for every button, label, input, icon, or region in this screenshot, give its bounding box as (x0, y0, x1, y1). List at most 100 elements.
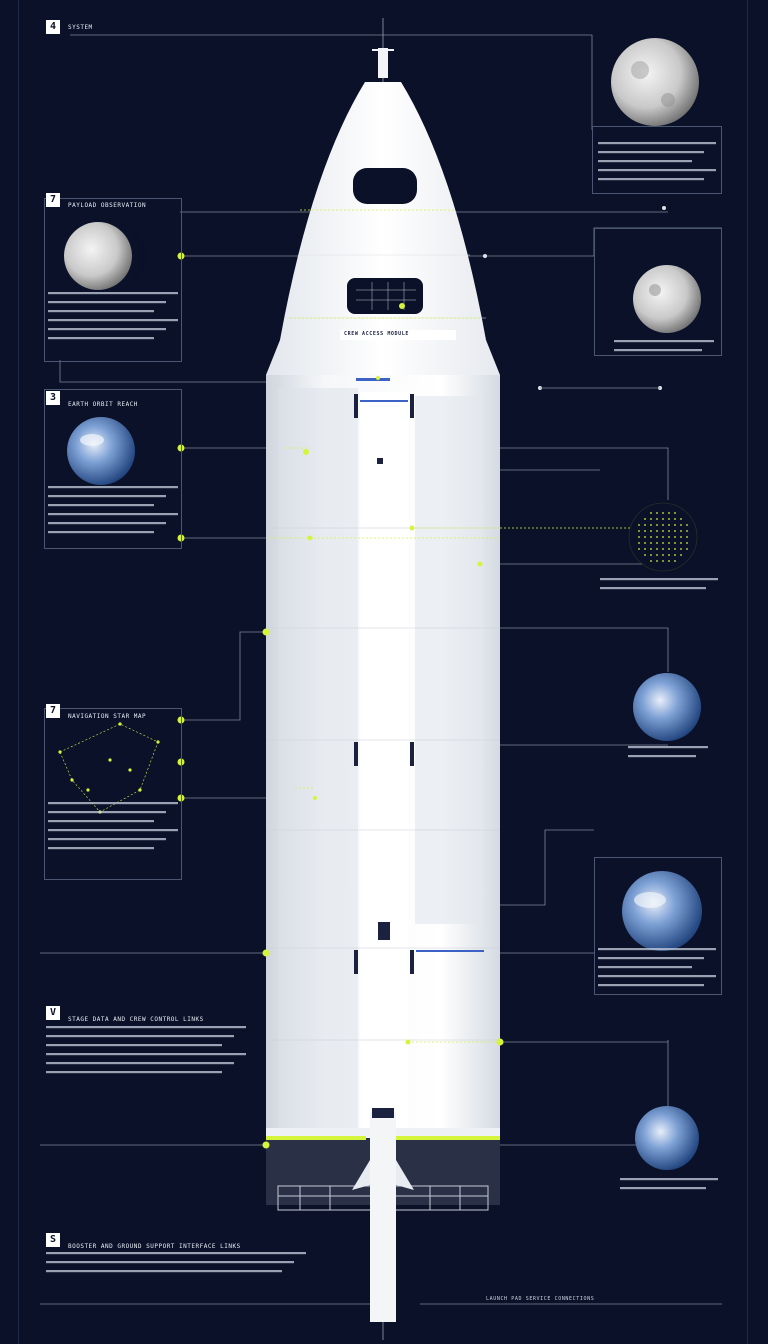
panel-badge: 7 (46, 704, 60, 718)
text-line (48, 820, 154, 823)
star-dot (650, 554, 652, 556)
star-dot (644, 524, 646, 526)
star-dot (674, 548, 676, 550)
text-line (600, 587, 706, 590)
star-dot (668, 542, 670, 544)
panel-badge: 3 (46, 391, 60, 405)
star-dot (656, 524, 658, 526)
bottom-label: LAUNCH PAD SERVICE CONNECTIONS (486, 1296, 595, 1302)
star-dot (650, 548, 652, 550)
star-dot (108, 758, 112, 762)
star-dot (686, 524, 688, 526)
panel-heading: SYSTEM (68, 24, 93, 31)
text-line (46, 1071, 222, 1074)
text-line (48, 495, 166, 498)
star-dot (674, 554, 676, 556)
star-dot (656, 542, 658, 544)
panel-heading: BOOSTER AND GROUND SUPPORT INTERFACE LIN… (68, 1243, 241, 1250)
star-dot (662, 548, 664, 550)
moon-icon (633, 265, 701, 333)
star-dot (668, 560, 670, 562)
text-line (48, 522, 166, 525)
text-line (620, 1187, 706, 1190)
text-line (48, 504, 154, 507)
star-dot (70, 778, 74, 782)
star-dot (674, 530, 676, 532)
highlight-leaders (270, 209, 640, 1043)
text-line (48, 811, 166, 814)
text-line (46, 1252, 306, 1255)
star-dot (656, 554, 658, 556)
text-line (614, 340, 714, 343)
star-dot (644, 530, 646, 532)
text-line (598, 957, 704, 960)
earth-icon (635, 1106, 699, 1170)
text-line (598, 142, 716, 145)
panel-badge: 4 (46, 20, 60, 34)
star-dot (674, 524, 676, 526)
star-dot (662, 542, 664, 544)
text-line (628, 755, 696, 758)
panel-badge: S (46, 1233, 60, 1247)
text-line (46, 1026, 246, 1029)
star-dot (638, 542, 640, 544)
star-dot (656, 560, 658, 562)
star-dot (686, 548, 688, 550)
rocket-nose (266, 48, 500, 375)
earth-icon (633, 673, 701, 741)
earth-icon (622, 871, 702, 951)
text-line (620, 1178, 718, 1181)
star-dot (656, 536, 658, 538)
star-dot (662, 530, 664, 532)
panel-heading: NAVIGATION STAR MAP (68, 713, 147, 720)
text-line (46, 1053, 246, 1056)
star-dot (662, 512, 664, 514)
star-dot (156, 740, 160, 744)
star-dot (662, 518, 664, 520)
star-dot (656, 530, 658, 532)
star-dot (656, 512, 658, 514)
text-line (628, 746, 708, 749)
star-cluster-icon (628, 502, 698, 572)
text-line (48, 531, 154, 534)
text-line (48, 847, 154, 850)
text-line (48, 310, 154, 313)
star-dot (650, 518, 652, 520)
panel-side-orbit (594, 228, 722, 356)
panel-payload (44, 198, 182, 362)
star-dot (668, 536, 670, 538)
star-dot (680, 548, 682, 550)
text-line (598, 160, 692, 163)
moon-icon (64, 222, 146, 290)
star-dot (638, 548, 640, 550)
star-dot (680, 524, 682, 526)
text-line (48, 513, 178, 516)
star-dot (680, 518, 682, 520)
star-dot (650, 524, 652, 526)
star-dot (662, 554, 664, 556)
star-dot (680, 542, 682, 544)
star-dot (674, 542, 676, 544)
star-dot (680, 536, 682, 538)
star-dot (680, 530, 682, 532)
star-dot (686, 536, 688, 538)
panel-badge: V (46, 1006, 60, 1020)
star-dot (638, 536, 640, 538)
text-line (46, 1044, 222, 1047)
star-dot (662, 524, 664, 526)
star-dot (674, 536, 676, 538)
text-line (598, 975, 716, 978)
text-line (48, 802, 178, 805)
panel-system (592, 126, 722, 194)
star-dot (686, 542, 688, 544)
star-dot (668, 548, 670, 550)
star-dot (674, 560, 676, 562)
star-dot (638, 530, 640, 532)
moon-icon (611, 38, 699, 126)
star-dot (650, 536, 652, 538)
module-label: CREW ACCESS MODULE (344, 331, 409, 337)
star-dot (668, 518, 670, 520)
earth-icon (67, 417, 135, 485)
star-dot (644, 542, 646, 544)
